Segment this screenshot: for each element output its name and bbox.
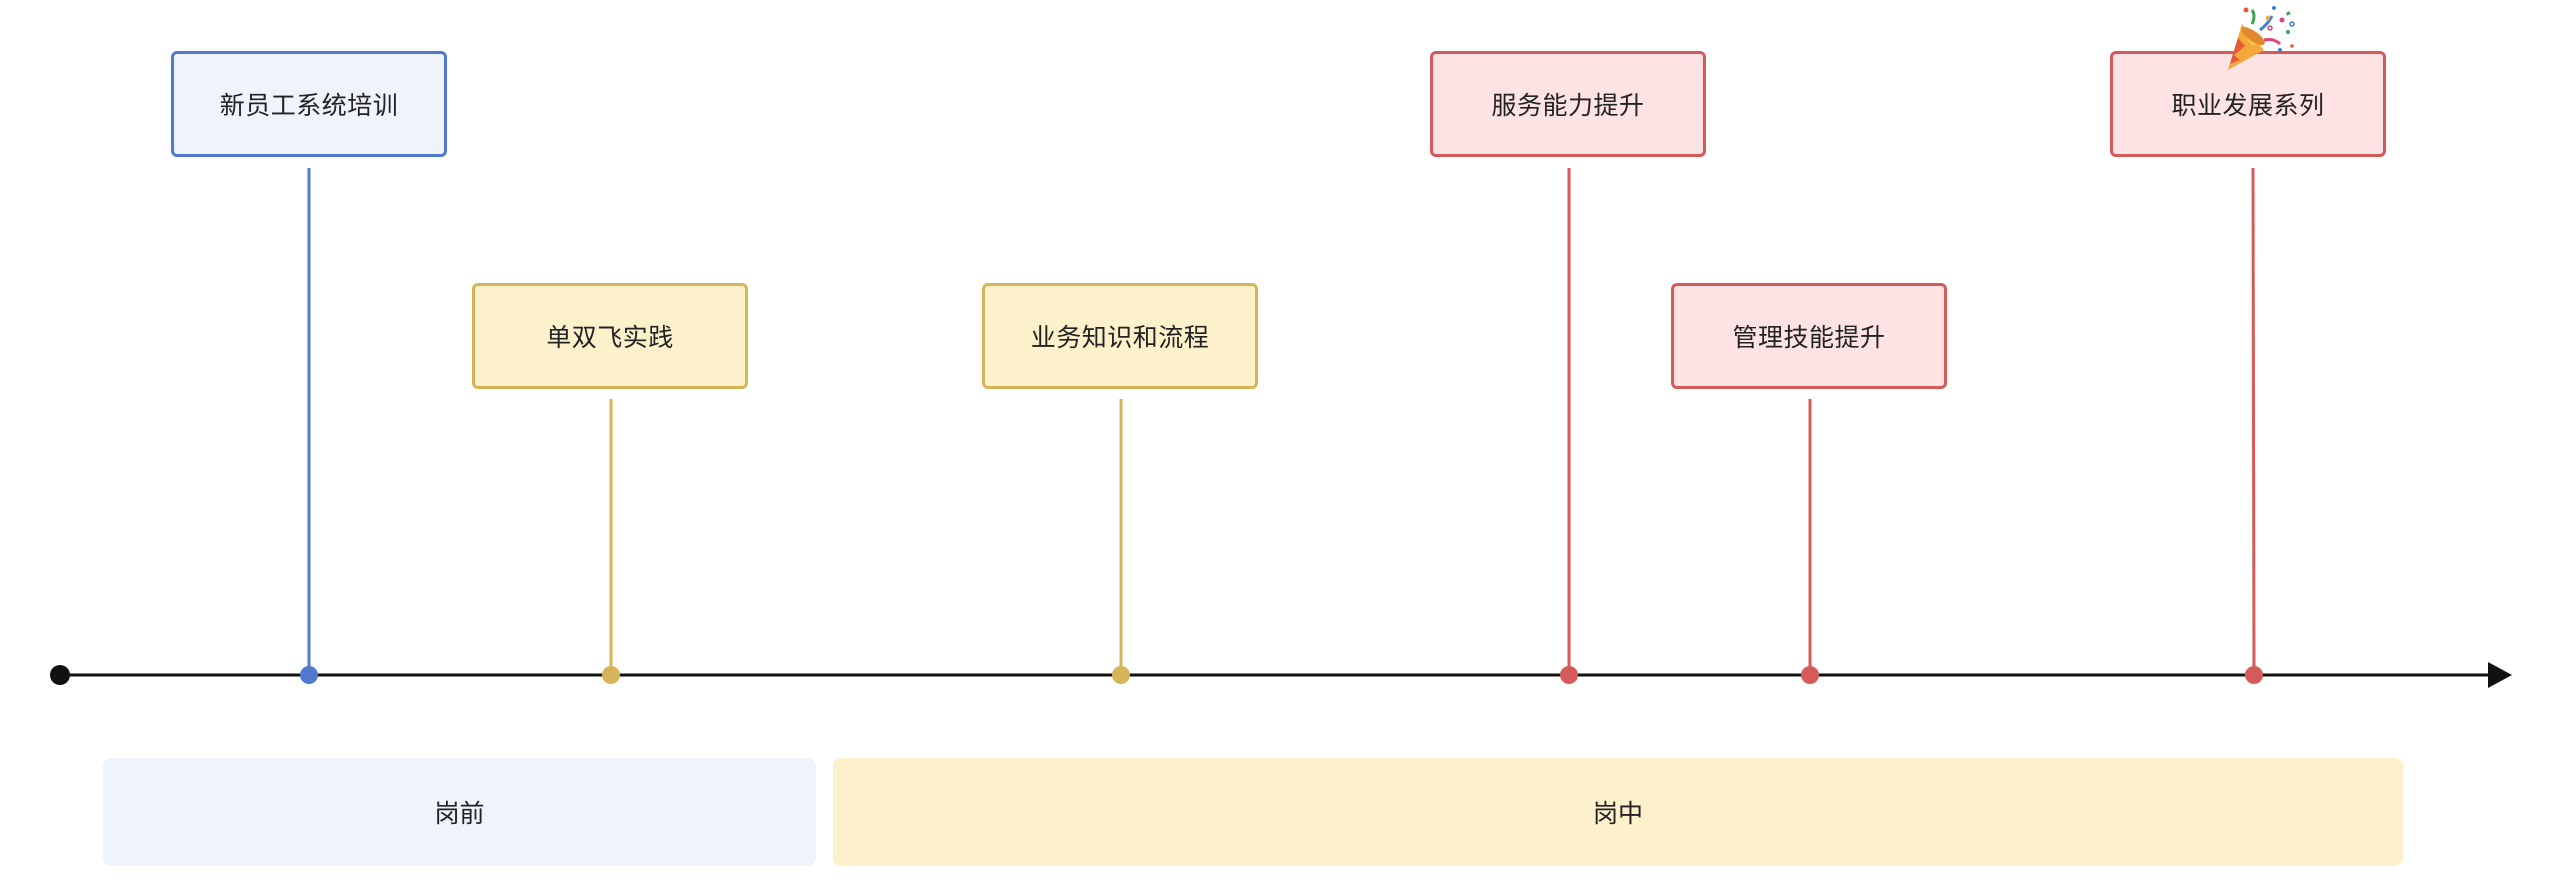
- milestone-box-business-knowledge: 业务知识和流程: [982, 283, 1258, 389]
- milestone-dot: [300, 666, 318, 684]
- timeline-arrowhead: [2488, 662, 2512, 688]
- milestone-dot: [1801, 666, 1819, 684]
- milestone-dot: [1560, 666, 1578, 684]
- phase-label: 岗前: [434, 799, 485, 828]
- connector-line: [2251, 167, 2256, 676]
- milestone-label: 业务知识和流程: [1030, 323, 1210, 352]
- milestone-label: 单双飞实践: [546, 323, 674, 352]
- phase-band-pre-job: 岗前: [103, 758, 816, 866]
- milestone-label: 服务能力提升: [1491, 91, 1645, 120]
- milestone-label: 新员工系统培训: [219, 91, 399, 120]
- milestone-box-service-ability: 服务能力提升: [1430, 51, 1706, 157]
- milestone-box-flight-practice: 单双飞实践: [472, 283, 748, 389]
- party-popper-icon: [2228, 6, 2295, 70]
- milestone-box-management-skills: 管理技能提升: [1671, 283, 1947, 389]
- timeline-start-dot: [50, 665, 70, 685]
- milestone-label: 职业发展系列: [2171, 91, 2325, 120]
- milestone-dot: [1112, 666, 1130, 684]
- milestone-label: 管理技能提升: [1732, 323, 1886, 352]
- milestone-dot: [2245, 666, 2263, 684]
- phase-label: 岗中: [1592, 799, 1643, 828]
- milestone-dot: [602, 666, 620, 684]
- phase-band-on-job: 岗中: [833, 758, 2403, 866]
- milestone-box-new-employee-training: 新员工系统培训: [171, 51, 447, 157]
